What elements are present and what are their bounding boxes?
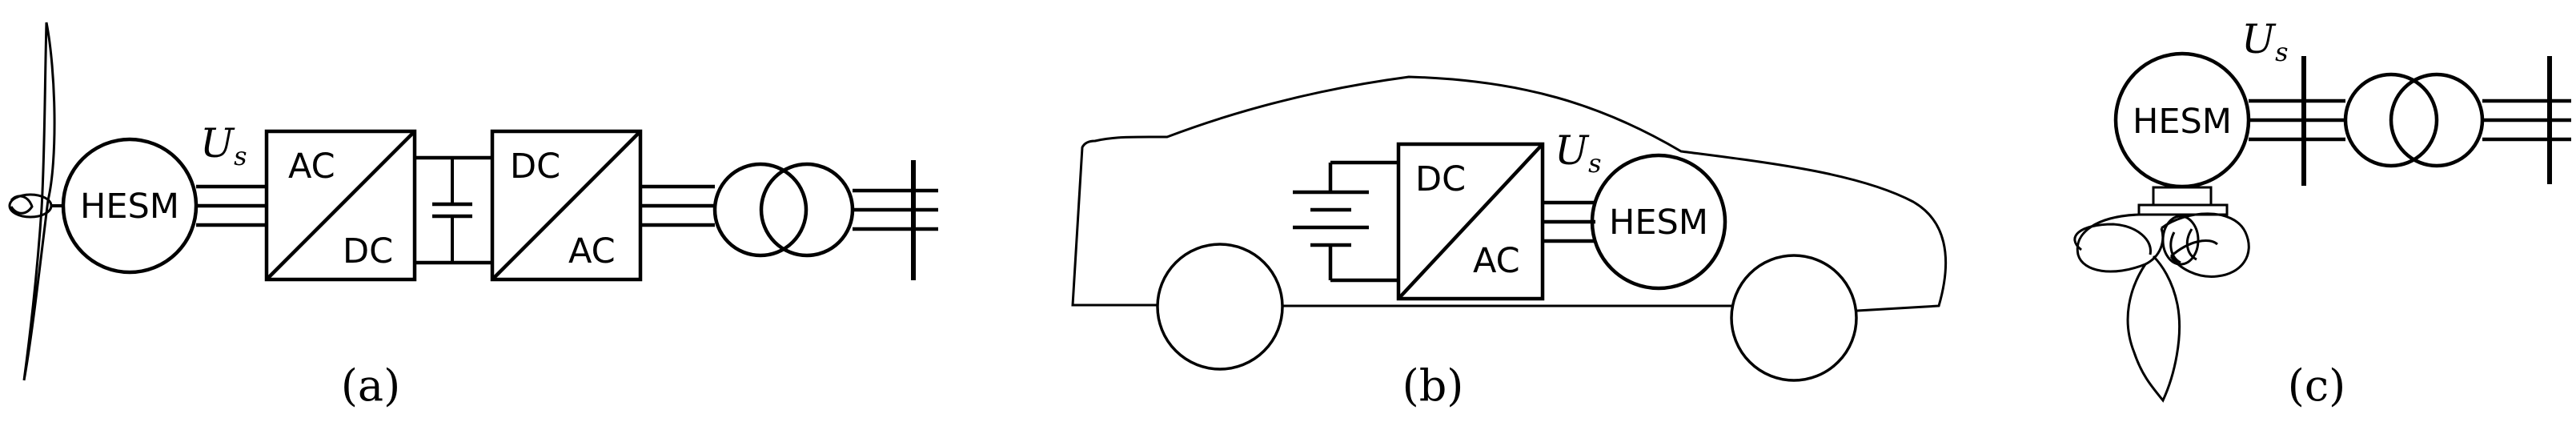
voltage-label-a: Us [200,120,247,171]
converter1-bottom-label: DC [343,231,393,271]
caption-a: (a) [341,360,400,411]
three-phase-line-c1 [2249,98,2345,142]
hesm-label-c: HESM [2133,102,2232,142]
panel-a: HESM Us AC DC DC AC [8,22,938,411]
caption-c: (c) [2288,360,2345,411]
hesm-label-a: HESM [80,187,179,227]
car-wheel-front [1156,243,1284,371]
voltage-label-c: Us [2241,16,2289,67]
three-phase-line-c2 [2482,98,2571,142]
battery-b [1293,160,1398,283]
three-phase-line-b [1543,200,1595,243]
caption-b: (b) [1402,360,1464,411]
ship-propeller [2073,186,2250,403]
three-phase-line-a2 [640,184,715,227]
three-phase-line-a1 [196,184,267,227]
converter1-top-label: AC [288,147,335,187]
hesm-machine-b [1590,153,1727,291]
hesm-label-b: HESM [1609,203,1708,243]
car-wheel-rear [1730,254,1858,382]
transformer-a [712,162,855,258]
converter-ac-dc-a [264,129,417,282]
converter-b-bottom-label: AC [1473,241,1520,281]
converter2-bottom-label: AC [568,231,616,271]
transformer-c [2343,72,2485,168]
three-phase-line-a3 [853,188,938,231]
car-body-outline [1071,75,1948,312]
converter-b-top-label: DC [1415,159,1466,199]
converter2-top-label: DC [510,147,560,187]
voltage-label-b: Us [1555,127,1602,179]
panel-b: DC AC Us HESM (b) [1071,75,1948,411]
wind-turbine-blades [8,22,64,381]
dc-link-capacitor-a [415,155,492,265]
panel-c: HESM Us [2073,16,2571,411]
